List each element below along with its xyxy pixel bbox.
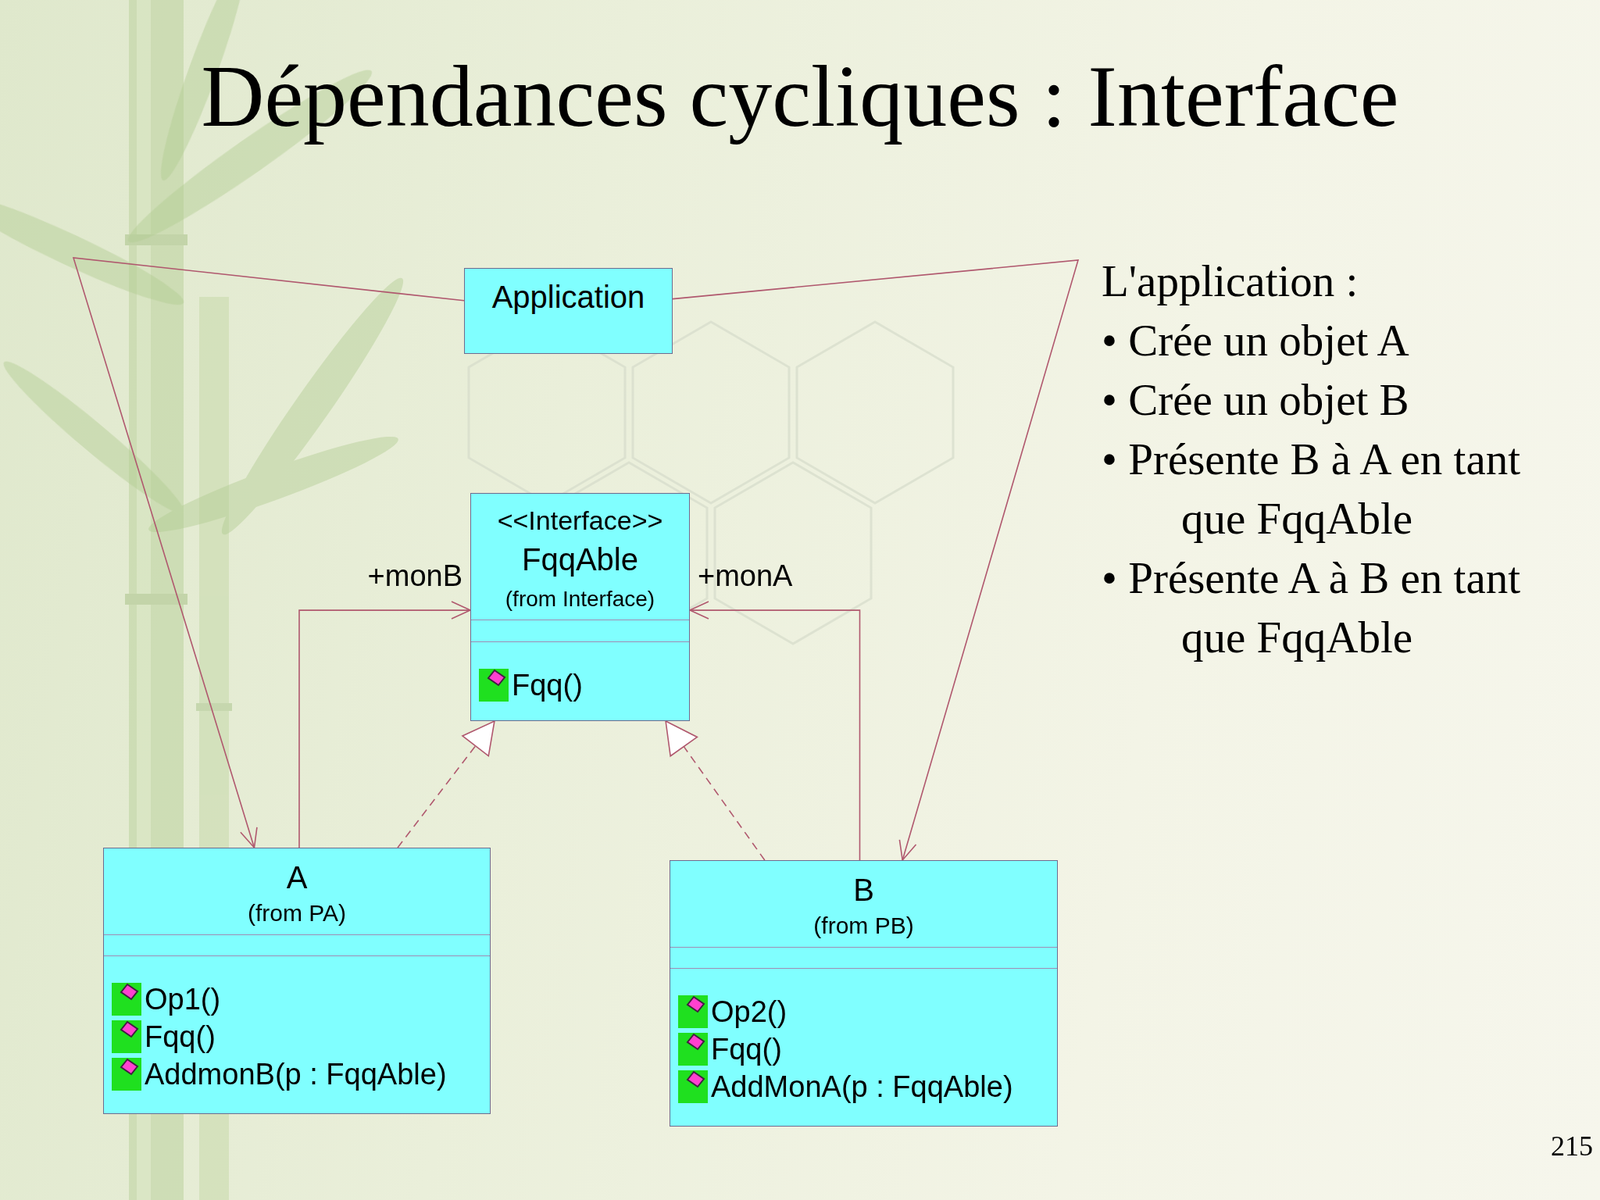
operation-icon bbox=[111, 981, 143, 1018]
note-bullet: • Présente B à A en tant que FqqAble bbox=[1101, 429, 1596, 549]
arrow-head bbox=[899, 839, 916, 861]
icon-ground bbox=[111, 1057, 142, 1091]
icon-ground bbox=[478, 668, 509, 702]
dependency-connector bbox=[672, 260, 1079, 861]
connector-line bbox=[397, 746, 476, 848]
operation-icon bbox=[111, 1018, 143, 1055]
operation-name: Fqq() bbox=[511, 666, 583, 704]
operation-icon bbox=[478, 667, 511, 704]
operation-icon bbox=[678, 1031, 710, 1068]
arrow-head bbox=[451, 601, 471, 619]
connector-line bbox=[689, 610, 861, 861]
name-compartment: Application bbox=[464, 268, 672, 315]
operation-name: Fqq() bbox=[710, 1030, 783, 1068]
icon-diamond bbox=[687, 1071, 704, 1087]
icon-diamond bbox=[687, 996, 704, 1012]
name-compartment: B(from PB) bbox=[670, 860, 1058, 948]
class-box: Application bbox=[464, 267, 673, 354]
icon-diamond bbox=[488, 670, 505, 686]
operation-row: Fqq() bbox=[678, 1030, 1047, 1068]
dependency-connector bbox=[73, 257, 465, 848]
icon-ground bbox=[678, 1032, 708, 1066]
dependency-connector bbox=[689, 601, 861, 861]
arrow-head bbox=[240, 827, 258, 848]
connector-line bbox=[299, 610, 471, 848]
icon-ground bbox=[111, 1020, 142, 1054]
name-compartment: A(from PA) bbox=[103, 848, 490, 936]
connector-line bbox=[683, 746, 765, 861]
icon-diamond bbox=[687, 1034, 704, 1050]
icon-diamond bbox=[121, 984, 138, 1000]
icon-ground bbox=[678, 1070, 708, 1104]
slide-title: Dépendances cycliques : Interface bbox=[0, 43, 1600, 149]
operation-row: Op1() bbox=[111, 980, 479, 1018]
operation-name: Fqq() bbox=[144, 1017, 216, 1056]
role-label: +monB bbox=[367, 558, 463, 593]
class-name: <<Interface>> bbox=[480, 503, 680, 538]
operation-compartment: Op1()Fqq()AddmonB(p : FqqAble) bbox=[103, 956, 490, 1114]
operation-name: AddMonA(p : FqqAble) bbox=[710, 1067, 1014, 1106]
class-name: A bbox=[113, 857, 481, 897]
connector-line bbox=[73, 257, 465, 848]
class-box: A(from PA) Op1()Fqq()AddmonB(p : FqqAble) bbox=[103, 847, 491, 1115]
note-bullet: • Présente A à B en tant que FqqAble bbox=[1101, 548, 1596, 668]
attribute-compartment bbox=[670, 947, 1058, 969]
operation-icon bbox=[678, 1068, 710, 1105]
class-name: B bbox=[679, 870, 1048, 910]
operation-row: AddmonB(p : FqqAble) bbox=[111, 1055, 479, 1093]
icon-ground bbox=[678, 995, 708, 1029]
dependency-connector bbox=[299, 601, 471, 848]
operation-compartment: Op2()Fqq()AddMonA(p : FqqAble) bbox=[670, 968, 1058, 1126]
name-compartment: <<Interface>>FqqAble(from Interface) bbox=[471, 493, 690, 621]
operation-icon bbox=[678, 993, 710, 1030]
class-box: B(from PB) Op2()Fqq()AddMonA(p : FqqAble) bbox=[669, 860, 1058, 1127]
icon-ground bbox=[111, 982, 142, 1016]
operation-icon bbox=[111, 1056, 143, 1093]
hexagon-pattern bbox=[468, 321, 954, 644]
realization-head bbox=[665, 721, 697, 757]
note-bullet: • Crée un objet B bbox=[1101, 370, 1596, 430]
operation-name: Op2() bbox=[710, 992, 787, 1031]
operation-row: Op2() bbox=[678, 992, 1047, 1031]
realization-connector bbox=[665, 721, 765, 861]
realization-connector bbox=[397, 721, 495, 848]
role-label: +monA bbox=[697, 558, 793, 593]
operation-row: AddMonA(p : FqqAble) bbox=[678, 1067, 1047, 1106]
operation-row: Fqq() bbox=[478, 666, 679, 704]
operation-name: Op1() bbox=[144, 980, 221, 1018]
class-note: (from Interface) bbox=[480, 581, 680, 618]
icon-diamond bbox=[121, 1021, 138, 1037]
operation-compartment: Fqq() bbox=[471, 642, 690, 721]
class-note: (from PB) bbox=[679, 909, 1048, 943]
note-heading: L'application : bbox=[1101, 251, 1596, 311]
realization-head bbox=[462, 721, 495, 757]
page-number: 215 bbox=[1550, 1129, 1593, 1163]
note-bullet: • Crée un objet A bbox=[1101, 310, 1596, 371]
attribute-compartment bbox=[103, 935, 490, 957]
connector-line bbox=[672, 260, 1079, 861]
class-note: (from PA) bbox=[113, 896, 481, 930]
class-name: Application bbox=[474, 279, 663, 315]
class-box: <<Interface>>FqqAble(from Interface) Fqq(… bbox=[470, 492, 690, 722]
operation-name: AddmonB(p : FqqAble) bbox=[144, 1055, 447, 1093]
attribute-compartment bbox=[471, 620, 690, 643]
operation-row: Fqq() bbox=[111, 1017, 479, 1056]
class-note: FqqAble bbox=[480, 537, 680, 582]
arrow-head bbox=[689, 601, 709, 619]
icon-diamond bbox=[121, 1059, 138, 1075]
